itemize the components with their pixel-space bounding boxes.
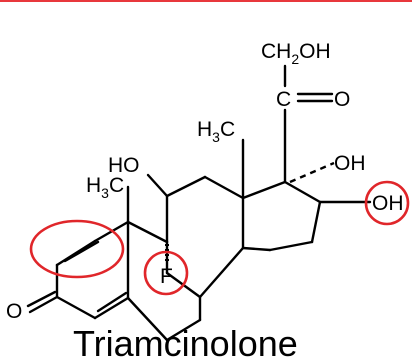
hydroxy-11-label: HO bbox=[108, 154, 140, 177]
compound-name: Triamcinolone bbox=[73, 323, 298, 363]
highlight-hydroxy-16 bbox=[364, 180, 410, 226]
highlights bbox=[29, 180, 410, 296]
fluorine-label: F bbox=[160, 265, 173, 288]
ketone-oxygen-label: O bbox=[6, 300, 22, 323]
highlight-fluorine bbox=[143, 250, 189, 296]
highlight-double-bond bbox=[29, 219, 125, 279]
hydroxy-16-label: OH bbox=[372, 192, 404, 215]
hydroxy-17-label: OH bbox=[334, 152, 366, 175]
bonds bbox=[26, 64, 372, 342]
methyl-10-label: H3C bbox=[86, 174, 124, 201]
ch2oh-label: CH2OH bbox=[261, 40, 331, 67]
carbonyl-oxygen-label: O bbox=[334, 88, 350, 111]
methyl-13-label: H3C bbox=[197, 118, 235, 145]
hashed-bond-17 bbox=[289, 161, 335, 184]
carbonyl-carbon-label: C bbox=[276, 88, 291, 111]
